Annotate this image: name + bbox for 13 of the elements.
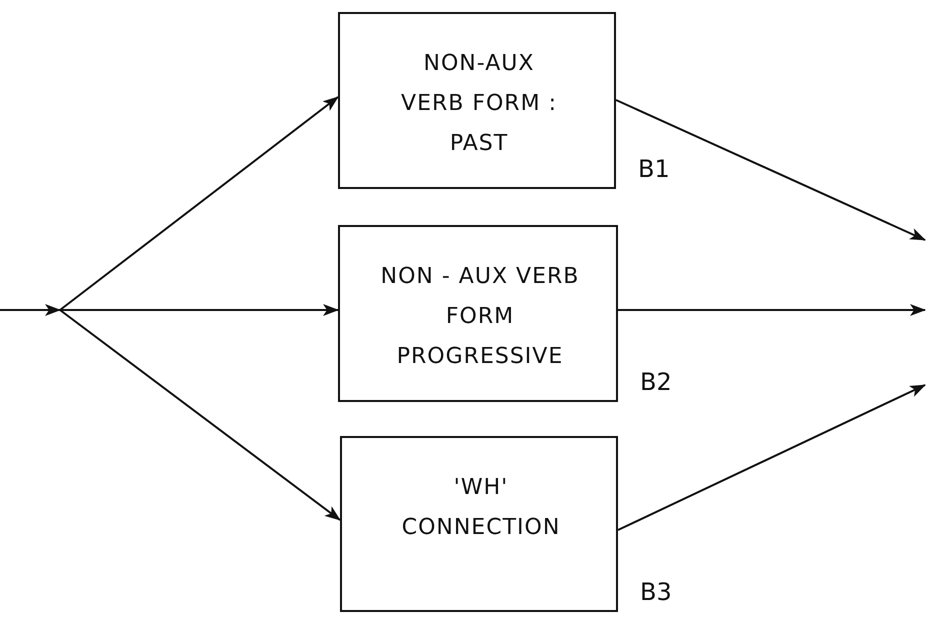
arrow — [618, 304, 926, 316]
box-text: 'WH' CONNECTION — [400, 474, 562, 542]
box-label: B3 — [640, 578, 672, 606]
arrow — [618, 384, 926, 531]
box-text: NON - AUX VERB FORM PROGRESSIVE — [380, 263, 580, 371]
box-text: NON-AUX VERB FORM : PAST — [400, 50, 558, 158]
arrow — [616, 99, 926, 241]
arrow — [59, 309, 341, 521]
arrow — [59, 96, 339, 311]
arrow — [0, 304, 61, 316]
arrow — [60, 304, 339, 316]
box-label: B2 — [640, 368, 672, 396]
box-label: B1 — [638, 155, 670, 183]
